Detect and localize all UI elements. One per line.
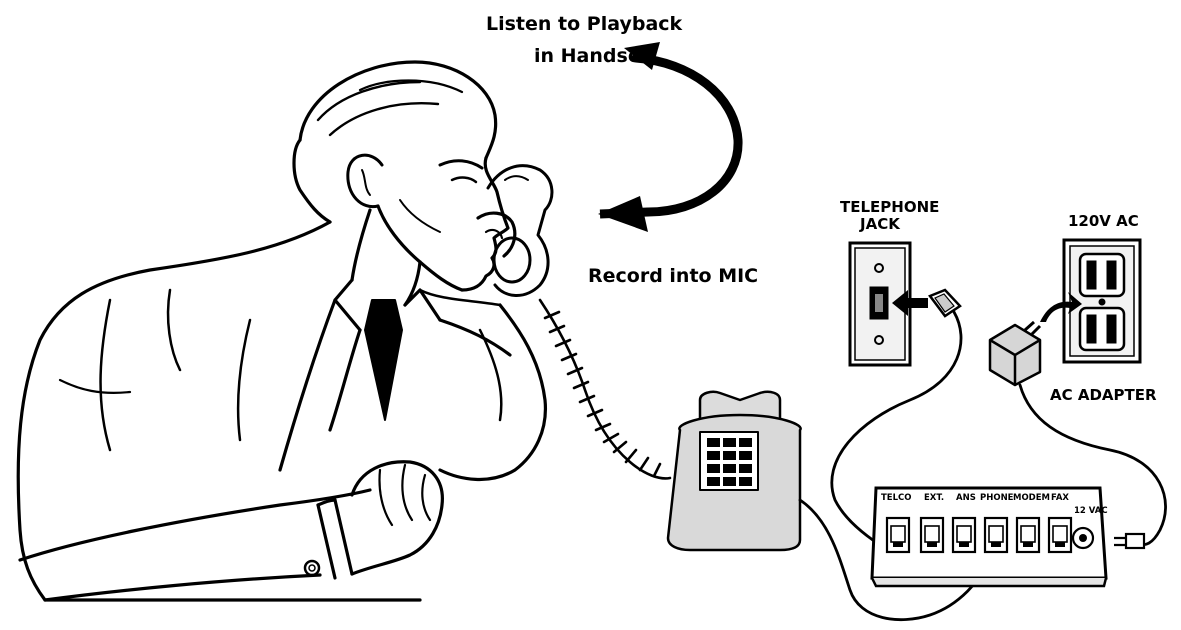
ac-adapter-icon — [990, 322, 1040, 385]
port-label-ext: EXT. — [924, 493, 944, 503]
port-label-power: 12 VAC — [1074, 506, 1108, 516]
port-label-telco: TELCO — [881, 493, 912, 503]
outlet-label: 120V AC — [1068, 212, 1139, 230]
port-jack-power — [1073, 528, 1093, 548]
port-label-ans: ANS — [956, 493, 976, 503]
person-illustration — [18, 62, 545, 600]
jack-label-line1: TELEPHONE — [840, 198, 939, 216]
port-jack-ext — [921, 518, 943, 552]
jack-label-line2: JACK — [859, 215, 901, 233]
port-jack-telco — [887, 518, 909, 552]
adapter-label: AC ADAPTER — [1050, 386, 1157, 404]
port-jack-phone — [985, 518, 1007, 552]
port-jack-fax — [1049, 518, 1071, 552]
curved-arrow-icon — [598, 42, 738, 232]
port-jack-modem — [1017, 518, 1039, 552]
port-label-fax: FAX — [1051, 493, 1069, 503]
listen-label-line1: Listen to Playback — [486, 13, 683, 35]
record-label: Record into MIC — [588, 265, 758, 287]
power-plug-icon — [1114, 534, 1144, 548]
coiled-cord — [540, 300, 670, 478]
port-label-phone: PHONE — [980, 493, 1014, 503]
telephone-icon — [668, 392, 801, 550]
port-label-modem: MODEM — [1013, 493, 1050, 503]
port-jack-ans — [953, 518, 975, 552]
